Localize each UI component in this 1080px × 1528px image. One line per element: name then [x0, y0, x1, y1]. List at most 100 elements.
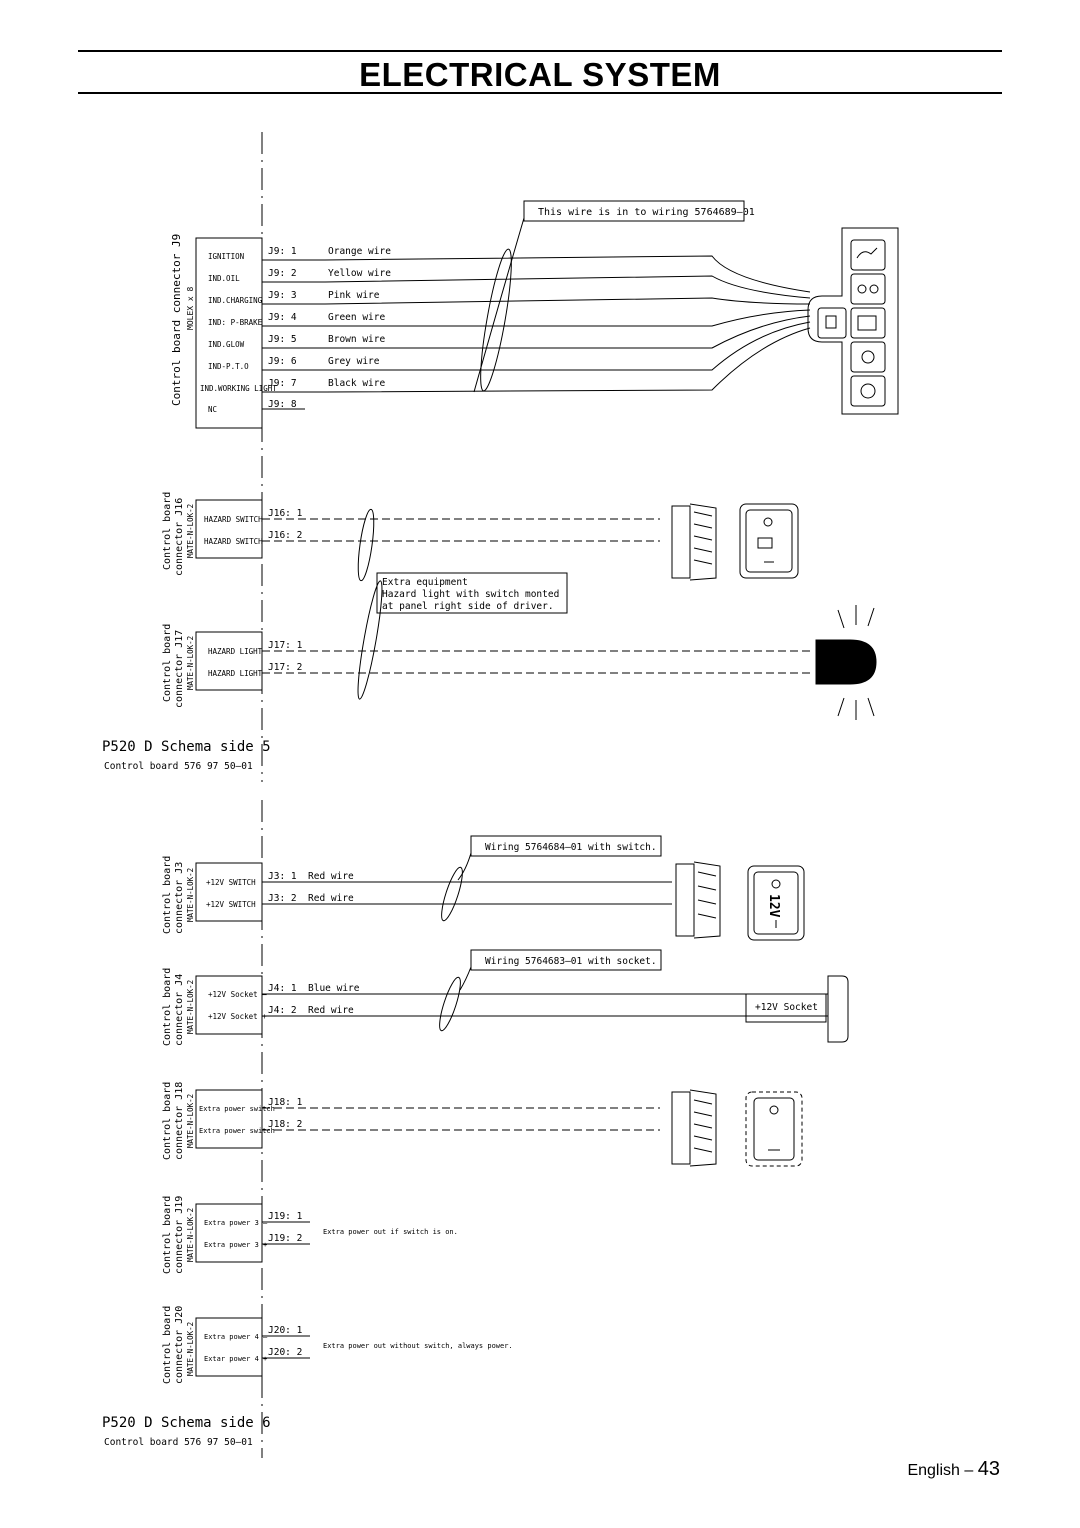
j9-function: IND-P.T.O: [208, 362, 249, 371]
j16-connector-box: [195, 499, 263, 559]
j3-wire-label: Red wire: [308, 871, 354, 882]
extra-switch-body: [671, 1091, 691, 1165]
j17-pin: J17: 1: [268, 640, 303, 651]
j20-pin: J20: 1: [268, 1325, 303, 1336]
j4-wire-label: Red wire: [308, 1005, 354, 1016]
j20-side-label: connector J20: [174, 1306, 185, 1384]
j17-connector-box: [195, 631, 263, 691]
j4-connector-box: [195, 975, 263, 1035]
j20-connector-box: [195, 1317, 263, 1377]
schema5-title: P520 D Schema side 5: [102, 739, 271, 755]
j16-function: HAZARD SWITCH: [204, 515, 263, 524]
j9-function: IND: P-BRAKE: [208, 318, 263, 327]
indicator-panel: [807, 227, 899, 415]
j4-side-label: Control board: [162, 968, 173, 1046]
j19-note: Extra power out if switch is on.: [323, 1228, 458, 1236]
j18-function: Extra power switch: [199, 1105, 275, 1113]
j18-connector-box: [195, 1089, 263, 1149]
j17-pin: J17: 2: [268, 662, 302, 673]
j4-function: +12V Socket –: [208, 990, 267, 999]
wire-note-top-box: [523, 200, 745, 222]
j17-wire-bundle: [357, 580, 383, 700]
j19-side-label: Control board: [162, 1196, 173, 1274]
wire-note-top: This wire is in to wiring 5764689–01: [538, 207, 755, 218]
j17-side-label: MATE-N-LOK-2: [186, 636, 195, 690]
j9-function: IND.GLOW: [208, 340, 245, 349]
j9-pin: J9: 3: [268, 290, 297, 301]
j19-function: Extra power 3 +: [204, 1241, 267, 1249]
schema6-title: P520 D Schema side 6: [102, 1415, 271, 1431]
extra-note-box: [376, 572, 568, 614]
j18-side-label: connector J18: [174, 1082, 185, 1160]
j9-wire-label: Pink wire: [328, 290, 380, 301]
j9-wire-label: Orange wire: [328, 246, 391, 257]
footer-language: English: [907, 1462, 960, 1479]
j9-connector-box: [195, 237, 263, 429]
j18-pin: J18: 1: [268, 1097, 303, 1108]
j3-pin: J3: 2: [268, 893, 297, 904]
j19-side-label: MATE-N-LOK-2: [186, 1208, 195, 1262]
j18-side-label: Control board: [162, 1082, 173, 1160]
j9-pin: J9: 1: [268, 246, 297, 257]
j9-side-label-molex: MOLEX x 8: [186, 286, 195, 330]
title-rule-top: [78, 50, 1002, 52]
extra-note-line: at panel right side of driver.: [382, 601, 554, 612]
extra-note-line: Extra equipment: [382, 577, 468, 588]
switch-12v-face: [747, 865, 805, 941]
hazard-switch-body: [671, 505, 691, 579]
j18-pin: J18: 2: [268, 1119, 302, 1130]
j9-wire-bundle: [480, 248, 512, 392]
j3-side-label: MATE-N-LOK-2: [186, 868, 195, 922]
j3-wire-bundle: [441, 866, 463, 922]
j3-pin: J3: 1: [268, 871, 297, 882]
j9-pin: J9: 6: [268, 356, 297, 367]
j9-pin: J9: 5: [268, 334, 297, 345]
j9-wire-label: Grey wire: [328, 356, 380, 367]
j9-function: IND.OIL: [208, 274, 240, 283]
socket-label: +12V Socket: [755, 1002, 818, 1013]
j9-function: IND.WORKING LIGHT: [200, 384, 277, 393]
j16-pin: J16: 2: [268, 530, 302, 541]
j3-function: +12V SWITCH: [206, 878, 256, 887]
j9-pin: J9: 2: [268, 268, 297, 279]
j19-side-label: connector J19: [174, 1196, 185, 1274]
j4-pin: J4: 2: [268, 1005, 297, 1016]
indicator-icon-charging: [850, 307, 886, 339]
j3-wire-label: Red wire: [308, 893, 354, 904]
j9-function: IGNITION: [208, 252, 244, 261]
indicator-icon-oil: [850, 239, 886, 271]
page-footer: English – 43: [907, 1458, 1000, 1481]
wiring-socket-note: Wiring 5764683–01 with socket.: [485, 956, 657, 967]
j20-side-label: Control board: [162, 1306, 173, 1384]
j4-side-label: MATE-N-LOK-2: [186, 980, 195, 1034]
j18-function: Extra power switch: [199, 1127, 275, 1135]
j16-function: HAZARD SWITCH: [204, 537, 263, 546]
j4-function: +12V Socket +: [208, 1012, 267, 1021]
j20-function: Extar power 4 +: [204, 1355, 267, 1363]
j17-side-label: Control board: [162, 624, 173, 702]
j9-wire-label: Yellow wire: [328, 268, 391, 279]
page-title: ELECTRICAL SYSTEM: [359, 56, 721, 93]
j3-connector-box: [195, 862, 263, 922]
j4-wire-bundle: [439, 976, 461, 1032]
extra-switch-face: [745, 1091, 803, 1167]
j9-function: NC: [208, 405, 217, 414]
j4-side-label: connector J4: [174, 974, 185, 1046]
j18-side-label: MATE-N-LOK-2: [186, 1094, 195, 1148]
j16-side-label: Control board: [162, 492, 173, 570]
j16-side-label: connector J16: [174, 498, 185, 576]
footer-separator: –: [964, 1462, 974, 1479]
indicator-icon-brake: [817, 307, 847, 339]
j20-pin: J20: 2: [268, 1347, 302, 1358]
socket-label-box: [745, 993, 827, 1023]
j17-function: HAZARD LIGHT: [208, 669, 263, 678]
wiring-switch-note: Wiring 5764684–01 with switch.: [485, 842, 657, 853]
wiring-switch-note-box: [470, 835, 662, 857]
j3-function: +12V SWITCH: [206, 900, 256, 909]
j16-side-label: MATE-N-LOK-2: [186, 504, 195, 558]
j19-connector-box: [195, 1203, 263, 1263]
j9-wire-label: Green wire: [328, 312, 385, 323]
switch-12v-body: [675, 863, 695, 937]
page-number: 43: [977, 1458, 1000, 1480]
